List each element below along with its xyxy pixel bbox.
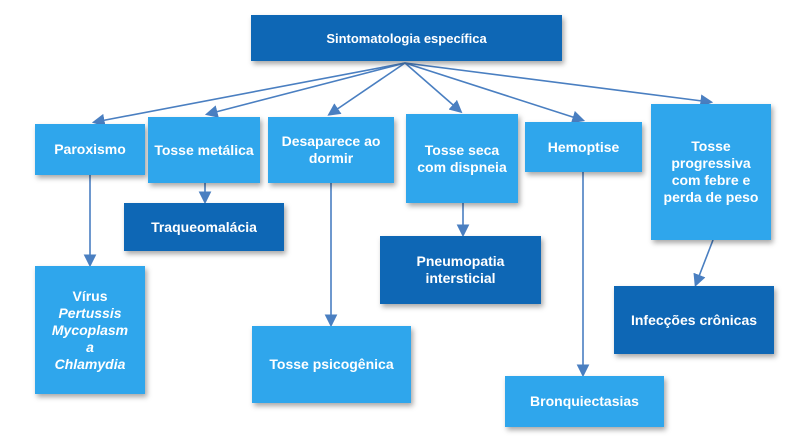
- symptom-tosse-seca: Tosse seca com dispneia: [406, 114, 518, 203]
- outcome-label: Pneumopatia intersticial: [416, 253, 505, 286]
- outcome-pneumopatia: Pneumopatia intersticial: [380, 236, 541, 304]
- outcome-virus: Vírus Pertussis Mycoplasm a Chlamydia: [35, 266, 145, 394]
- outcome-label: Bronquiectasias: [530, 393, 639, 409]
- symptom-label: Tosse seca com dispneia: [417, 141, 507, 175]
- symptom-label: Paroxismo: [54, 141, 126, 157]
- connector-root-paroxismo: [91, 62, 406, 127]
- symptom-hemoptise: Hemoptise: [525, 122, 642, 172]
- pertussis-line: Pertussis: [58, 304, 122, 321]
- connector-root-tosse-metalica: [204, 62, 406, 118]
- outcome-bronquiectasias: Bronquiectasias: [505, 376, 664, 427]
- root-label: Sintomatologia específica: [326, 30, 487, 46]
- symptom-paroxismo: Paroxismo: [35, 124, 145, 175]
- connector-root-tosse-seca: [404, 62, 463, 114]
- outcome-label: Infecções crônicas: [630, 311, 758, 328]
- root-node: Sintomatologia específica: [251, 15, 562, 61]
- symptom-label: Tosse metálica: [154, 141, 254, 158]
- symptom-label: Tosse progressiva com febre e perda de p…: [663, 138, 759, 205]
- outcome-tosse-psicogenica: Tosse psicogênica: [252, 326, 411, 403]
- mycoplasma-line: Mycoplasm: [51, 321, 129, 338]
- symptom-label: Hemoptise: [547, 138, 620, 155]
- symptom-tosse-metalica: Tosse metálica: [148, 117, 260, 183]
- mycoplasma-line-cont: a: [86, 338, 94, 355]
- connector-root-tosse-progressiva: [404, 62, 714, 108]
- outcome-label: Traqueomalácia: [151, 218, 257, 235]
- connector-root-desaparece: [327, 62, 406, 116]
- outcome-infeccoes-cronicas: Infecções crônicas: [614, 286, 774, 354]
- outcome-label: Tosse psicogênica: [269, 356, 394, 372]
- chlamydia-line: Chlamydia: [54, 355, 126, 372]
- symptom-label: Desaparece ao dormir: [281, 133, 381, 166]
- symptom-desaparece-ao-dormir: Desaparece ao dormir: [268, 117, 394, 183]
- symptom-tosse-progressiva: Tosse progressiva com febre e perda de p…: [651, 104, 771, 240]
- connector-root-hemoptise: [404, 62, 586, 124]
- virus-line: Vírus: [72, 287, 108, 304]
- outcome-traqueomalacia: Traqueomalácia: [124, 203, 284, 251]
- connector-progressiva-infeccoes: [693, 239, 714, 287]
